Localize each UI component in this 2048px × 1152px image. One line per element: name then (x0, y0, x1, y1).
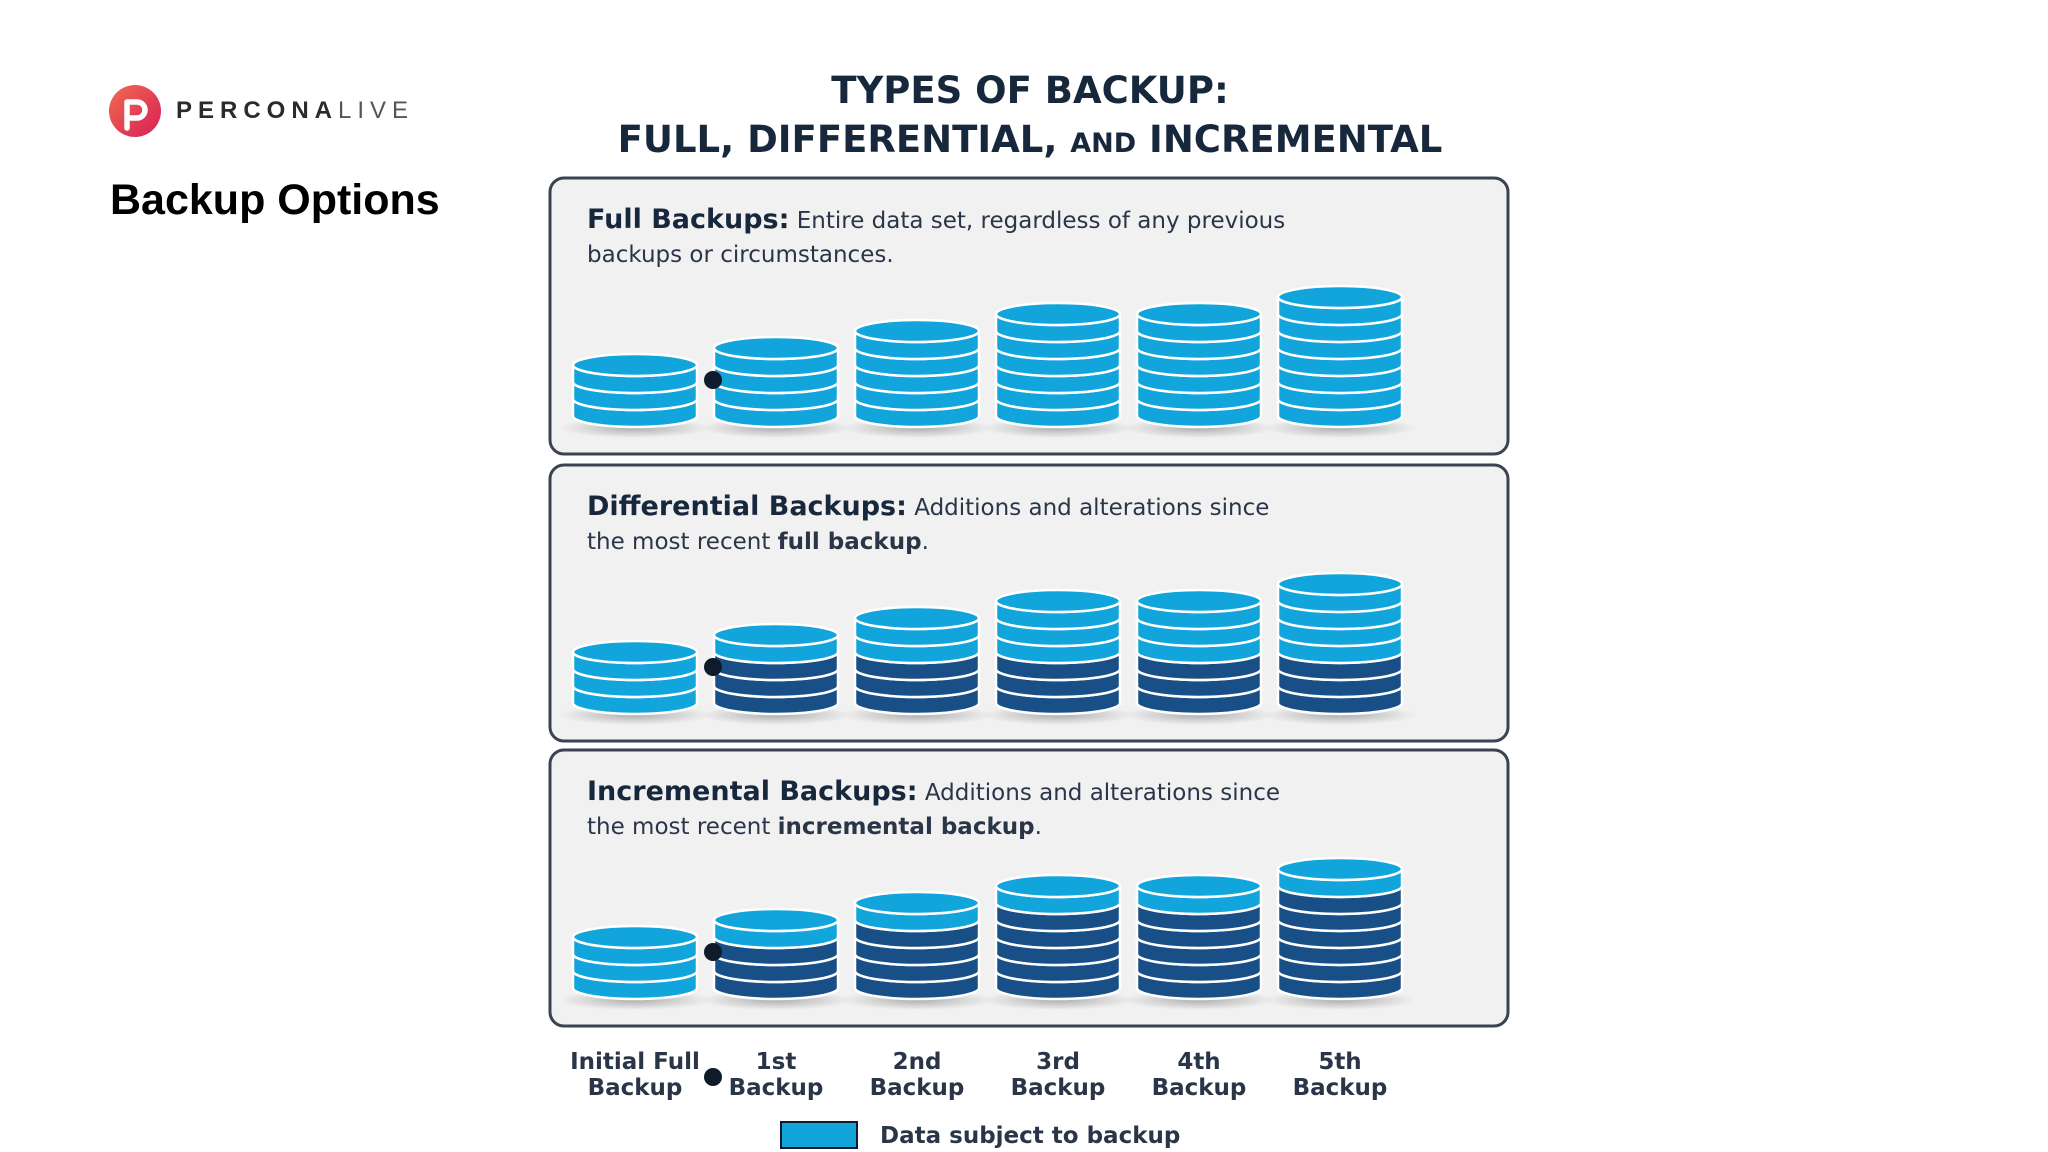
stack-top (571, 924, 699, 950)
column-label-line1: 5th (1318, 1049, 1361, 1075)
backup-stack-2 (841, 605, 993, 725)
panel-description-line1: Full Backups: Entire data set, regardles… (587, 204, 1285, 235)
stack-top (853, 890, 981, 916)
stack-top (1135, 301, 1263, 327)
stack-top (571, 352, 699, 378)
backup-stack-1 (700, 335, 852, 438)
backup-stack-3 (982, 588, 1134, 725)
panel-desc-post: . (1035, 814, 1042, 840)
panel-desc-text: Entire data set, regardless of any previ… (789, 208, 1285, 234)
stack-top (712, 622, 840, 648)
infographic-canvas: TYPES OF BACKUP: FULL, DIFFERENTIAL, AND… (548, 69, 1510, 1149)
brand-bold: PERCONA (176, 97, 339, 124)
dot-icon (704, 1068, 722, 1086)
panel-description-line1: Incremental Backups: Additions and alter… (587, 776, 1280, 807)
column-label-line2: Backup (1152, 1075, 1247, 1101)
panel-full: Full Backups: Entire data set, regardles… (548, 176, 1510, 456)
stack-top (1276, 284, 1404, 310)
slide-title: Backup Options (110, 176, 440, 224)
backup-stack-4 (1123, 301, 1275, 438)
panel-heading: Incremental Backups: (587, 776, 918, 807)
stack-top (1276, 571, 1404, 597)
backup-stack-2 (841, 318, 993, 438)
panel-desc-bold: full backup (778, 529, 922, 555)
backup-stack-1 (700, 622, 852, 725)
stack-top (712, 335, 840, 361)
panel-desc-pre: backups or circumstances. (587, 242, 894, 268)
panel-incremental: Incremental Backups: Additions and alter… (548, 748, 1510, 1028)
stack-top (994, 873, 1122, 899)
dot-icon (704, 943, 722, 961)
panel-description-line2: the most recent incremental backup. (587, 814, 1042, 840)
legend: Data subject to backup (780, 1121, 1180, 1149)
backup-stack-0 (559, 639, 711, 725)
panel-desc-text: Additions and alterations since (918, 780, 1280, 806)
backup-stack-4 (1123, 873, 1275, 1010)
stack-top (571, 639, 699, 665)
stack-top (1135, 588, 1263, 614)
infographic-title-line1: TYPES OF BACKUP: (831, 69, 1229, 112)
legend-swatch (780, 1121, 858, 1149)
panel-heading: Differential Backups: (587, 491, 907, 522)
backup-types-infographic: TYPES OF BACKUP: FULL, DIFFERENTIAL, AND… (540, 60, 1520, 1152)
stack-top (1135, 873, 1263, 899)
backup-stack-3 (982, 873, 1134, 1010)
percona-logo-icon (109, 85, 161, 137)
infographic-title-line2: FULL, DIFFERENTIAL, AND INCREMENTAL (618, 118, 1443, 161)
panel-description-line1: Differential Backups: Additions and alte… (587, 491, 1269, 522)
column-label-line2: Backup (1011, 1075, 1106, 1101)
stack-top (853, 318, 981, 344)
panel-description-line2: the most recent full backup. (587, 529, 929, 555)
percona-live-logo: PERCONALIVE (108, 84, 414, 138)
panel-desc-text: Additions and alterations since (907, 495, 1269, 521)
backup-stack-5 (1264, 571, 1416, 725)
panel-heading: Full Backups: (587, 204, 789, 235)
legend-label: Data subject to backup (880, 1123, 1180, 1149)
dot-icon (704, 658, 722, 676)
column-label-line2: Backup (729, 1075, 824, 1101)
backup-stack-5 (1264, 284, 1416, 438)
backup-stack-2 (841, 890, 993, 1010)
column-label-line1: 4th (1177, 1049, 1220, 1075)
column-label-line2: Backup (870, 1075, 965, 1101)
title-line2-b: INCREMENTAL (1136, 118, 1442, 161)
dot-icon (704, 371, 722, 389)
stack-top (994, 301, 1122, 327)
title-line2-and: AND (1070, 128, 1136, 159)
brand-wordmark: PERCONALIVE (176, 97, 414, 125)
brand-light: LIVE (338, 97, 415, 124)
backup-stack-4 (1123, 588, 1275, 725)
stack-top (1276, 856, 1404, 882)
panel-differential: Differential Backups: Additions and alte… (548, 463, 1510, 743)
panel-desc-bold: incremental backup (778, 814, 1035, 840)
stack-top (712, 907, 840, 933)
stack-top (853, 605, 981, 631)
backup-stack-5 (1264, 856, 1416, 1010)
backup-stack-3 (982, 301, 1134, 438)
stack-top (994, 588, 1122, 614)
column-label-line1: 1st (756, 1049, 797, 1075)
backup-stack-1 (700, 907, 852, 1010)
backup-stack-0 (559, 352, 711, 438)
column-label-line1: 3rd (1036, 1049, 1080, 1075)
panel-desc-pre: the most recent (587, 814, 778, 840)
panel-description-line2: backups or circumstances. (587, 242, 894, 268)
title-line2-a: FULL, DIFFERENTIAL, (618, 118, 1071, 161)
panel-desc-pre: the most recent (587, 529, 778, 555)
column-label-line1: 2nd (893, 1049, 942, 1075)
column-label-line2: Backup (588, 1075, 683, 1101)
backup-stack-0 (559, 924, 711, 1010)
column-label-line1: Initial Full (570, 1049, 700, 1075)
column-label-line2: Backup (1293, 1075, 1388, 1101)
panel-desc-post: . (922, 529, 929, 555)
